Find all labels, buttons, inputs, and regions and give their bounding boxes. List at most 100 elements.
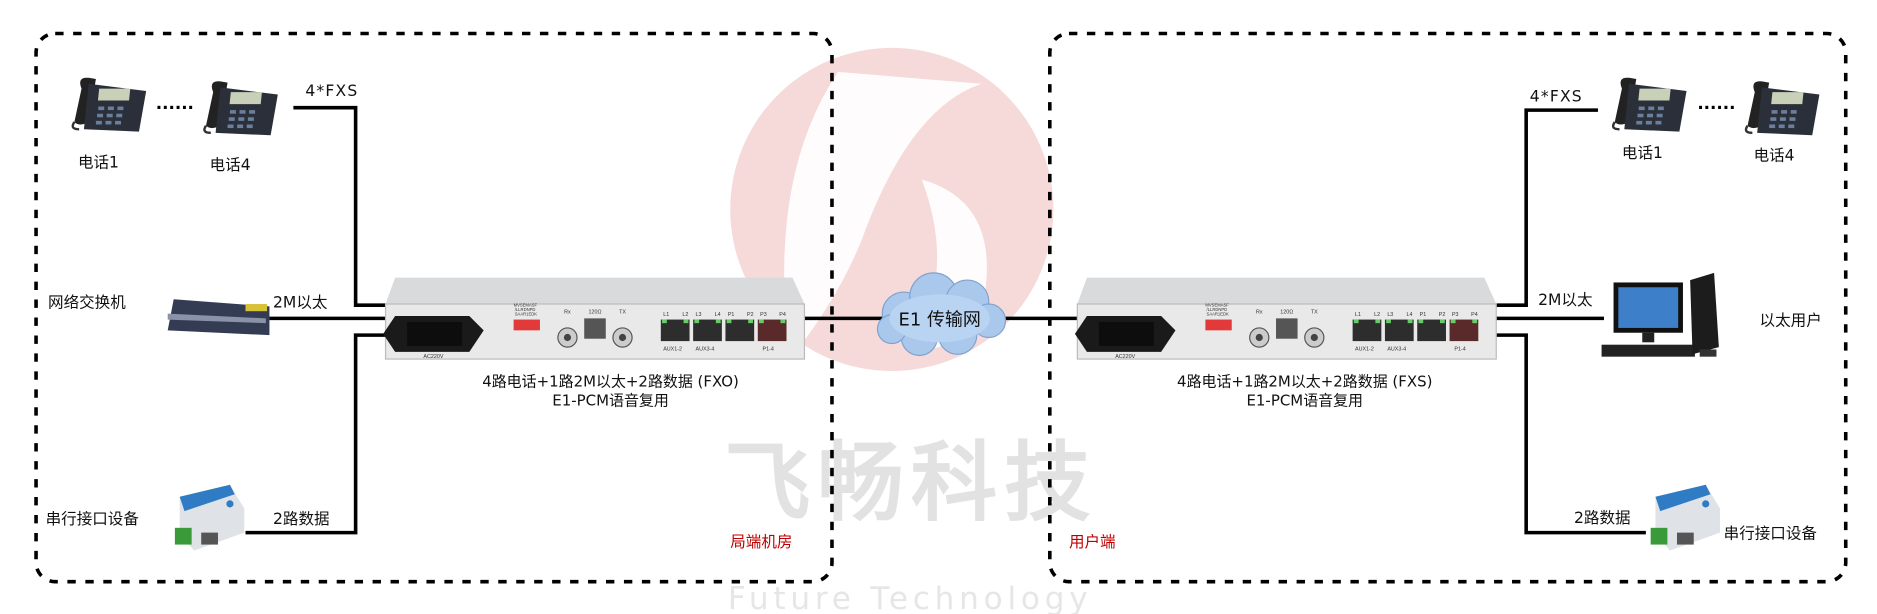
left-ethernet-label: 2M以太 (273, 294, 328, 312)
right-fxs-label: 4*FXS (1530, 88, 1583, 106)
port-label: P4 (1471, 312, 1478, 318)
right-phone4-label: 电话4 (1754, 146, 1795, 164)
impedance-label: 120Ω (588, 310, 601, 316)
port-label: L1 (1355, 312, 1361, 318)
device-top (385, 277, 805, 305)
dip-label: MVSEMASF /LLRDNPD SAAR1EDK (1205, 302, 1229, 316)
dip-switch (513, 319, 540, 331)
group-label: AUX3-4 (1387, 347, 1406, 353)
cloud-icon (876, 272, 1007, 357)
rj45-port (1417, 319, 1446, 342)
phone-icon (1611, 76, 1688, 133)
phone-dots: ······ (1697, 98, 1735, 118)
port-label: L4 (1406, 312, 1412, 318)
port-led (1418, 319, 1424, 324)
port-label: P3 (760, 312, 767, 318)
power-socket-inner (407, 321, 463, 346)
port-label: L1 (663, 312, 669, 318)
port-label: L3 (1387, 312, 1393, 318)
switch-icon (167, 299, 270, 336)
tx-label: TX (619, 310, 626, 316)
port-label: L3 (696, 312, 702, 318)
left-site-label: 局端机房 (730, 533, 792, 551)
port-label: L4 (715, 312, 721, 318)
cloud-label: E1 传输网 (899, 310, 981, 331)
left-data-wire (245, 333, 390, 535)
port-led (748, 319, 753, 324)
rj45-port (725, 319, 755, 342)
rx-label: Rx (1256, 310, 1263, 316)
right-site-boundary (1048, 31, 1848, 584)
right-fxs-wire (1496, 108, 1598, 307)
switch-label: 网络交换机 (48, 294, 126, 312)
port-led (1353, 319, 1359, 324)
left-phone4-label: 电话4 (210, 156, 251, 174)
dip-label: MVSEMASF /LLRDNPD SAAR1EDK (514, 302, 538, 316)
rj45-port (1352, 319, 1382, 342)
rj45-e1 (584, 318, 606, 339)
port-led (694, 319, 700, 324)
port-led (683, 319, 689, 324)
rj45-e1 (1276, 318, 1298, 339)
port-label: L2 (682, 312, 688, 318)
dip-switch (1205, 319, 1232, 331)
port-label: P2 (747, 312, 754, 318)
watermark-company-cn: 飞畅科技 (724, 433, 1097, 533)
bnc-tx-core (618, 333, 627, 342)
bnc-rx-core (563, 333, 572, 342)
watermark-company-en: Future Technology (728, 581, 1093, 614)
left-device-caption-line2: E1-PCM语音复用 (552, 392, 669, 410)
port-label: P1 (1420, 312, 1427, 318)
computer-icon (1601, 272, 1719, 357)
left-device-caption-line1: 4路电话+1路2M以太+2路数据 (FXO) (482, 373, 739, 391)
port-led (780, 319, 786, 324)
right-data-wire (1496, 333, 1646, 535)
port-led (1472, 319, 1478, 324)
right-phone1-label: 电话1 (1622, 144, 1663, 162)
port-led (715, 319, 721, 324)
multiplexer-device-icon: AC220V MVSEMASF /LLRDNPD SAAR1EDK Rx 120Ω TX… (383, 277, 806, 360)
power-label: AC220V (423, 354, 443, 360)
rj45-port (1384, 319, 1414, 342)
power-label: AC220V (1115, 354, 1135, 360)
tx-label: TX (1311, 310, 1318, 316)
rj45-port (693, 319, 722, 342)
group-label: AUX1-2 (1355, 347, 1374, 353)
group-label: AUX3-4 (696, 347, 715, 353)
phone-icon (1744, 80, 1821, 137)
left-fxs-label: 4*FXS (305, 82, 358, 100)
port-led (662, 319, 667, 324)
left-site-boundary (34, 31, 834, 584)
rj45-port (757, 319, 787, 342)
group-label: P1-4 (1454, 347, 1465, 353)
left-data-label: 2路数据 (273, 510, 330, 528)
left-serial-label: 串行接口设备 (46, 510, 140, 528)
port-label: P2 (1439, 312, 1446, 318)
pc-label: 以太用户 (1760, 312, 1822, 330)
left-phone1-label: 电话1 (78, 154, 119, 172)
right-ethernet-label: 2M以太 (1538, 291, 1593, 309)
power-socket-inner (1098, 321, 1154, 346)
serial-device-icon (1650, 484, 1721, 551)
port-label: P3 (1452, 312, 1459, 318)
right-serial-label: 串行接口设备 (1724, 525, 1818, 543)
right-data-label: 2路数据 (1574, 509, 1631, 527)
phone-dots: ······ (156, 98, 194, 118)
right-site-label: 用户端 (1069, 533, 1116, 551)
port-label: P4 (779, 312, 786, 318)
group-label: P1-4 (763, 347, 774, 353)
port-led (1439, 319, 1445, 324)
port-led (758, 319, 764, 324)
left-fxs-wire (293, 105, 390, 307)
phone-icon (203, 80, 280, 137)
port-led (1407, 319, 1413, 324)
rx-label: Rx (564, 310, 571, 316)
rj45-port (660, 319, 690, 342)
right-device-caption-line2: E1-PCM语音复用 (1246, 392, 1363, 410)
phone-icon (71, 76, 148, 133)
port-led (1450, 319, 1456, 324)
port-label: L2 (1374, 312, 1380, 318)
port-led (1375, 319, 1381, 324)
